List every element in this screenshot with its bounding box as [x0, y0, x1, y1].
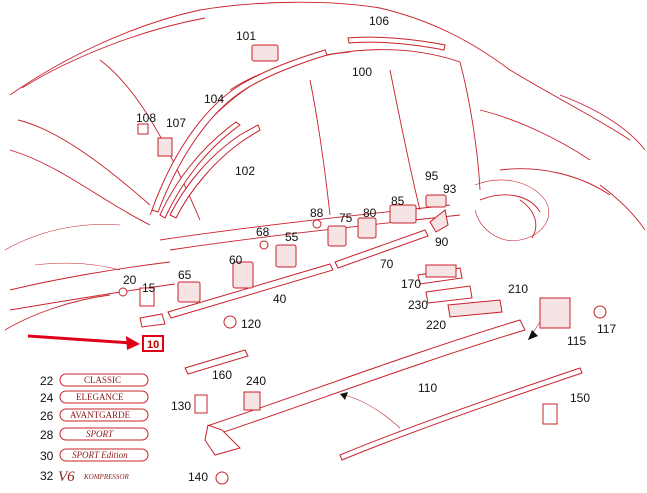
highlighted-part-10[interactable]: 10	[27, 334, 164, 352]
callout-240: 240	[246, 374, 266, 388]
badge-30: 30 SPORT Edition	[40, 448, 149, 463]
callout-115: 115	[567, 334, 586, 348]
badge-32: 32 V6 KOMPRESSOR	[40, 469, 129, 485]
trim-parts	[139, 36, 583, 461]
badge-text-kompressor: KOMPRESSOR	[83, 473, 129, 481]
callout-55: 55	[285, 230, 299, 244]
car-body-outline	[4, 1, 646, 331]
svg-text:24: 24	[40, 391, 54, 405]
callout-101: 101	[236, 29, 256, 43]
svg-text:32: 32	[40, 469, 54, 483]
badge-text-v6: V6	[58, 469, 75, 485]
callout-104: 104	[204, 92, 224, 106]
callout-140: 140	[188, 470, 208, 484]
callout-70: 70	[380, 257, 394, 271]
badge-26: 26 AVANTGARDE	[40, 408, 149, 423]
callout-60: 60	[229, 253, 243, 267]
callout-107: 107	[166, 116, 186, 130]
callout-15: 15	[142, 281, 156, 295]
callout-108: 108	[136, 111, 156, 125]
callout-210: 210	[508, 282, 528, 296]
callout-150: 150	[570, 391, 590, 405]
highlight-arrow-shaft	[27, 334, 133, 345]
callout-93: 93	[443, 182, 457, 196]
callout-102: 102	[235, 164, 255, 178]
svg-text:30: 30	[40, 449, 54, 463]
leader-lines	[339, 321, 541, 429]
callout-170: 170	[401, 277, 421, 291]
badge-text-avantgarde: AVANTGARDE	[70, 410, 131, 420]
small-arrow-head-2	[528, 330, 538, 340]
callout-68: 68	[256, 225, 270, 239]
callout-117: 117	[597, 322, 616, 336]
callout-20: 20	[123, 273, 137, 287]
callout-90: 90	[435, 235, 449, 249]
badge-24: 24 ELEGANCE	[40, 390, 149, 405]
svg-text:22: 22	[40, 374, 54, 388]
callout-65: 65	[178, 268, 192, 282]
callout-110: 110	[418, 381, 437, 395]
badge-22: 22 CLASSIC	[40, 373, 149, 388]
callout-220: 220	[426, 318, 446, 332]
callout-85: 85	[391, 194, 405, 208]
svg-text:26: 26	[40, 409, 54, 423]
badge-text-sport: SPORT	[86, 429, 114, 439]
callout-10: 10	[147, 339, 159, 351]
badge-text-classic: CLASSIC	[84, 375, 121, 385]
callout-75: 75	[339, 211, 353, 225]
callout-numbers: 101 106 100 104 108 107 102 95 93 88 75 …	[123, 14, 616, 484]
callout-100: 100	[352, 65, 372, 79]
highlight-box	[142, 335, 164, 352]
callout-120: 120	[241, 317, 261, 331]
callout-230: 230	[408, 298, 428, 312]
clips-and-fasteners	[118, 44, 607, 485]
callout-80: 80	[363, 206, 377, 220]
badge-28: 28 SPORT	[40, 427, 149, 442]
small-arrow-head	[340, 392, 348, 400]
svg-text:28: 28	[40, 428, 54, 442]
callout-130: 130	[171, 399, 191, 413]
highlight-arrow-head	[126, 336, 140, 350]
badge-text-elegance: ELEGANCE	[76, 392, 124, 402]
callout-40: 40	[273, 292, 287, 306]
badge-legend: 22 CLASSIC 24 ELEGANCE 26 AVANTGARDE 28 …	[40, 373, 149, 485]
callout-160: 160	[212, 368, 232, 382]
badge-text-sport-edition: SPORT Edition	[72, 450, 128, 460]
callout-88: 88	[310, 206, 324, 220]
callout-95: 95	[425, 169, 439, 183]
callout-106: 106	[369, 14, 389, 28]
